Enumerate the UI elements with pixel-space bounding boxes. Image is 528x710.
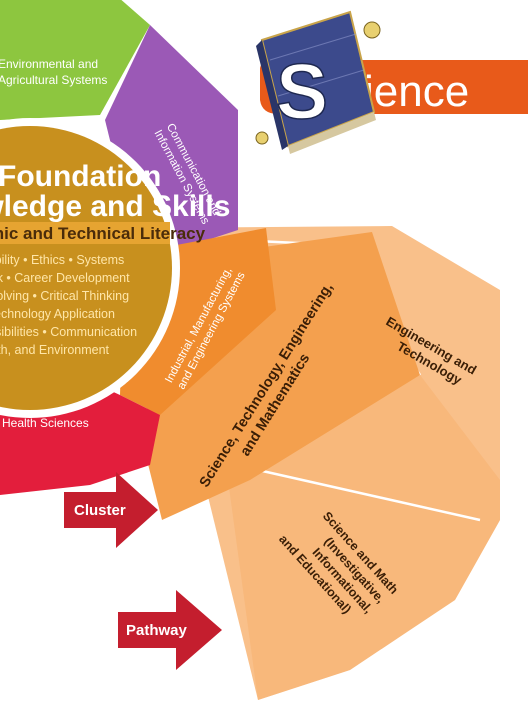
wheel-label-environmental: Agricultural Systems bbox=[0, 73, 107, 87]
pathway-arrow bbox=[118, 590, 222, 670]
cluster-arrow-label: Cluster bbox=[74, 502, 126, 519]
center-title-1: Foundation bbox=[0, 160, 161, 193]
wheel-label-environmental: Environmental and bbox=[0, 57, 98, 71]
center-skill-line: Legal Responsibilities • Communication bbox=[0, 325, 137, 339]
wheel-segment-environmental bbox=[0, 0, 150, 120]
cluster-arrow bbox=[64, 472, 158, 548]
center-skill-line: Employability • Ethics • Systems bbox=[0, 253, 124, 267]
pathway-science-band bbox=[228, 375, 500, 700]
logo-letter: S bbox=[276, 47, 328, 135]
wheel-label-health: Health Sciences bbox=[2, 416, 89, 430]
center-subtitle: Academic and Technical Literacy bbox=[0, 224, 206, 243]
book-icon bbox=[255, 10, 381, 154]
center-title-2: Knowledge and Skills bbox=[0, 190, 230, 223]
center-skill-line: Teamwork • Career Development bbox=[0, 271, 130, 285]
center-subtitle-band bbox=[0, 222, 170, 244]
pathway-divider-arc bbox=[257, 468, 481, 522]
pathway-arrow-label: Pathway bbox=[126, 622, 188, 639]
center-circle bbox=[0, 126, 172, 410]
center-skill-line: Information Technology Application bbox=[0, 307, 115, 321]
center-skill-line: Safety, Health, and Environment bbox=[0, 343, 110, 357]
center-skills: Employability • Ethics • Systems Teamwor… bbox=[0, 253, 137, 357]
center-skill-line: Problem Solving • Critical Thinking bbox=[0, 289, 129, 303]
